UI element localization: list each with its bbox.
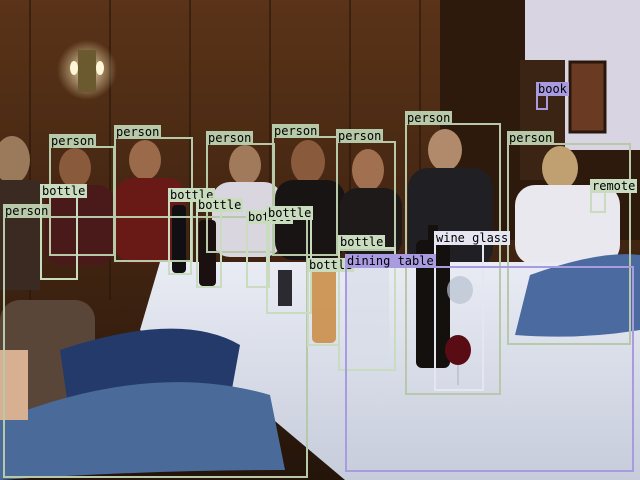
detection-label: bottle [266,206,314,220]
detection-box: bottle [168,188,216,275]
table-items [172,205,473,385]
detection-label: bottle [307,258,355,272]
detection-box: bottle [307,258,355,346]
detection-box: bottle [266,206,314,314]
detection-label: person [49,134,97,148]
detection-box: person [114,125,193,262]
detection-label: remote [590,179,638,193]
detection-box: remote [590,179,638,213]
detection-box: person [3,204,308,478]
detection-label: wine glass [434,231,511,245]
detection-label: person [507,131,555,145]
detection-label: person [114,125,162,139]
painting [568,60,607,134]
detection-box: bottle [40,184,88,280]
detection-label: book [536,82,569,96]
table-cloth [140,262,640,480]
detection-label: dining table [345,254,436,268]
detection-box: book [536,82,569,110]
foreground-people [0,254,640,480]
detection-label: bottle [40,184,88,198]
detection-label: person [206,131,254,145]
detection-box: dining table [345,254,634,472]
sconce [78,50,96,92]
detection-box: wine glass [434,231,511,391]
detection-box: person [272,124,338,256]
detection-box: bottle [338,235,396,371]
detection-box: person [336,129,396,251]
detection-label: bottle [196,198,244,212]
detection-label: bottle [338,235,386,249]
detection-label: person [405,111,453,125]
detection-box: bottle [196,198,244,288]
detection-label: person [3,204,51,218]
detection-label: person [272,124,320,138]
detection-label: person [336,129,384,143]
